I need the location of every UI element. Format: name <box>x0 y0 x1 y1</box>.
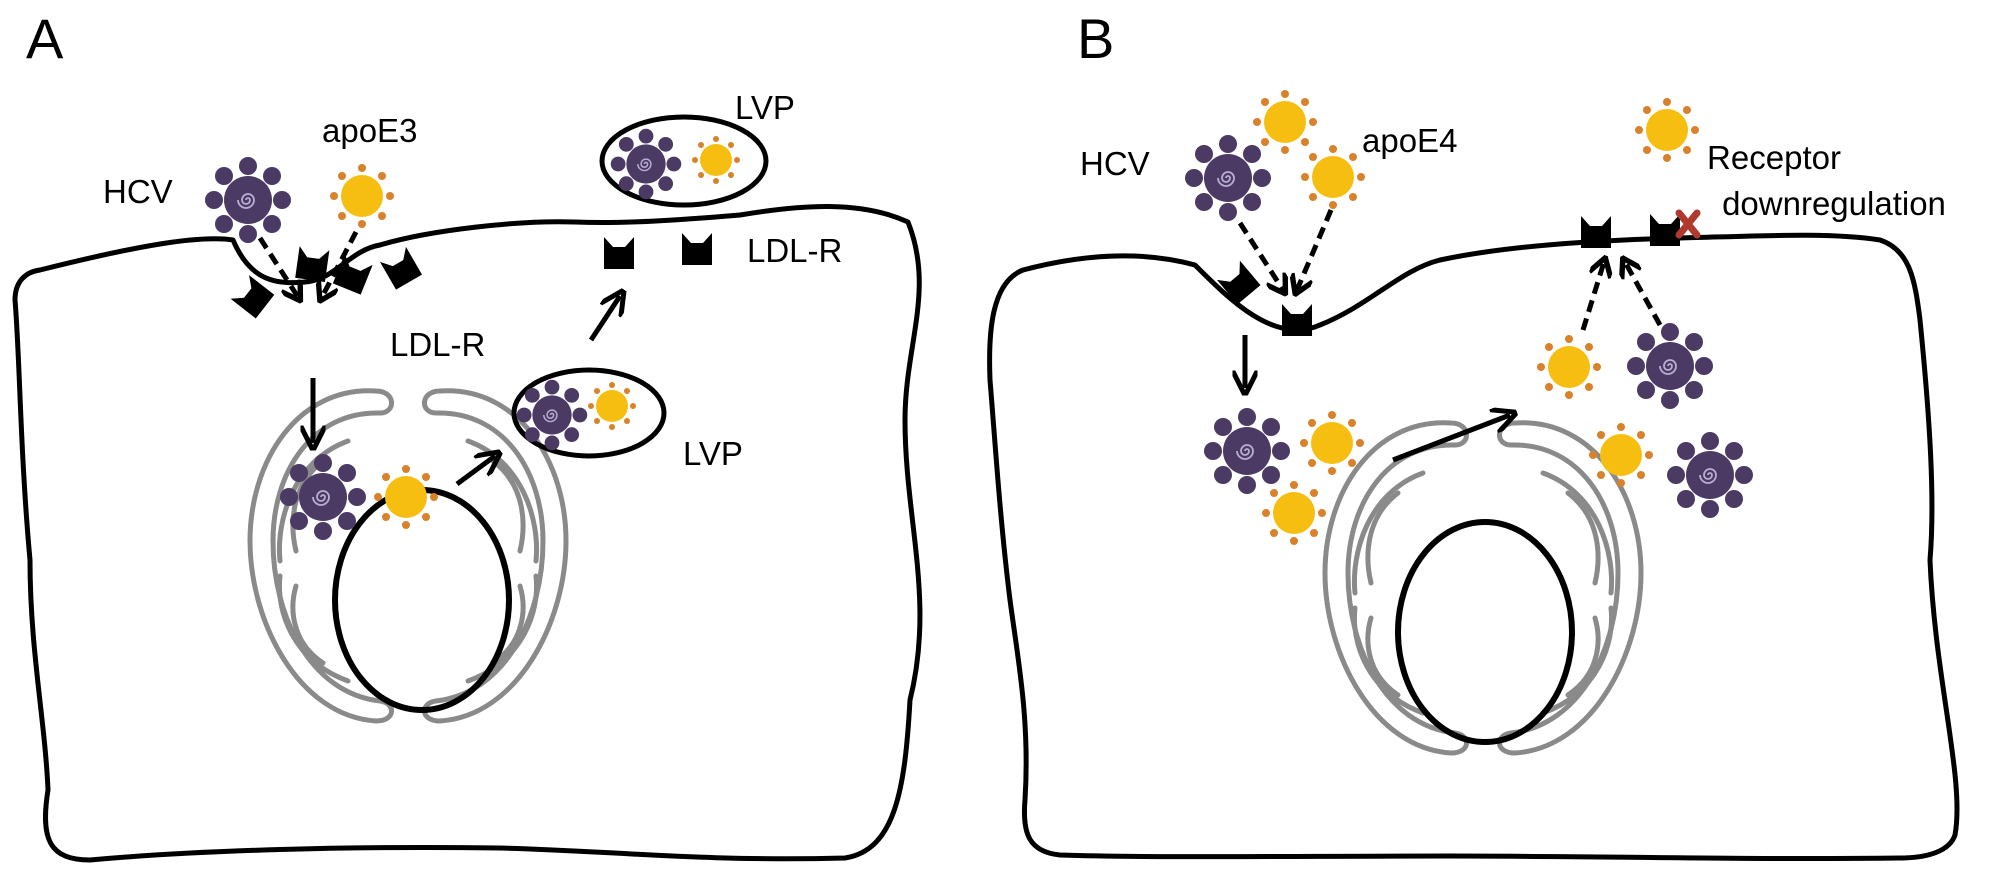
panel-a-ldl-receptors <box>230 233 712 319</box>
panel-b-golgi <box>1325 423 1641 753</box>
ldl-receptor <box>380 246 422 290</box>
hcv-particle-icon <box>610 128 682 200</box>
panel-a-ldlr-label-2: LDL-R <box>747 232 842 269</box>
panel-a-apoe3-label: apoE3 <box>322 112 417 149</box>
ldl-receptor <box>1650 214 1680 246</box>
panel-a-hcv-label: HCV <box>103 173 173 210</box>
receptor-label-line1: Receptor <box>1707 139 1841 176</box>
ldl-receptor <box>295 246 330 282</box>
dashed-arrow <box>1237 221 1283 290</box>
panel-a-lvp-label-2: LVP <box>683 435 743 472</box>
hcv-particle-icon <box>516 379 588 451</box>
apoe4-particle-icon <box>1253 90 1317 154</box>
ldl-receptor <box>682 233 712 265</box>
hcv-particle-icon <box>1203 407 1291 495</box>
apoe4-particle-icon <box>1300 411 1364 475</box>
apoe4-particle-icon <box>1537 335 1601 399</box>
panel-b-nucleus <box>1395 519 1575 745</box>
panel-a-arrows <box>257 230 620 487</box>
downregulation-cross-icon <box>1675 209 1701 239</box>
dashed-arrow <box>1625 262 1663 327</box>
panel-b-ldl-receptors <box>1216 214 1680 336</box>
arrow <box>588 296 620 342</box>
ldl-receptor <box>604 237 634 269</box>
hcv-particle-icon <box>204 156 292 244</box>
panel-a: A <box>12 7 923 863</box>
dashed-arrow <box>322 230 359 297</box>
apoe3-particle-icon <box>588 382 636 430</box>
apoe4-particle-icon <box>1635 98 1699 162</box>
arrow <box>455 456 495 487</box>
receptor-label-line2: downregulation <box>1722 185 1946 222</box>
panel-b-arrows <box>1237 209 1663 463</box>
apoe4-particle-icon <box>1262 481 1326 545</box>
dashed-arrow <box>1580 262 1604 331</box>
apoe3-particle-icon <box>374 465 438 529</box>
panel-a-golgi <box>250 391 566 721</box>
panel-b-label: B <box>1077 7 1114 70</box>
apoe3-particle-icon <box>692 136 740 184</box>
panel-a-label: A <box>26 7 64 70</box>
panel-b-apoe4-label: apoE4 <box>1362 122 1457 159</box>
ldl-receptor <box>1282 304 1312 336</box>
apoe4-particle-icon <box>1301 145 1365 209</box>
hcv-particle-icon <box>1666 431 1754 519</box>
panel-a-lvp-label-1: LVP <box>735 89 795 126</box>
panel-b-hcv-label: HCV <box>1080 145 1150 182</box>
dashed-arrow <box>257 236 298 297</box>
panel-b: B <box>987 7 1960 862</box>
hcv-particle-icon <box>1184 134 1272 222</box>
panel-a-lvp-outer <box>599 114 769 208</box>
ldl-receptor <box>230 275 275 319</box>
hcv-particle-icon <box>1626 322 1714 410</box>
apoe3-particle-icon <box>330 164 394 228</box>
arrow <box>1392 415 1510 463</box>
ldl-receptor <box>1581 216 1611 248</box>
panel-a-ldlr-label-1: LDL-R <box>390 326 485 363</box>
panel-a-lvp-inner <box>511 367 667 459</box>
ldl-receptor <box>1216 260 1261 305</box>
hcv-particle-icon <box>279 453 367 541</box>
panel-a-nucleus <box>332 487 512 713</box>
dashed-arrow <box>1297 209 1334 290</box>
panel-a-cell-membrane <box>12 204 923 863</box>
panel-b-cell-membrane <box>987 232 1960 862</box>
